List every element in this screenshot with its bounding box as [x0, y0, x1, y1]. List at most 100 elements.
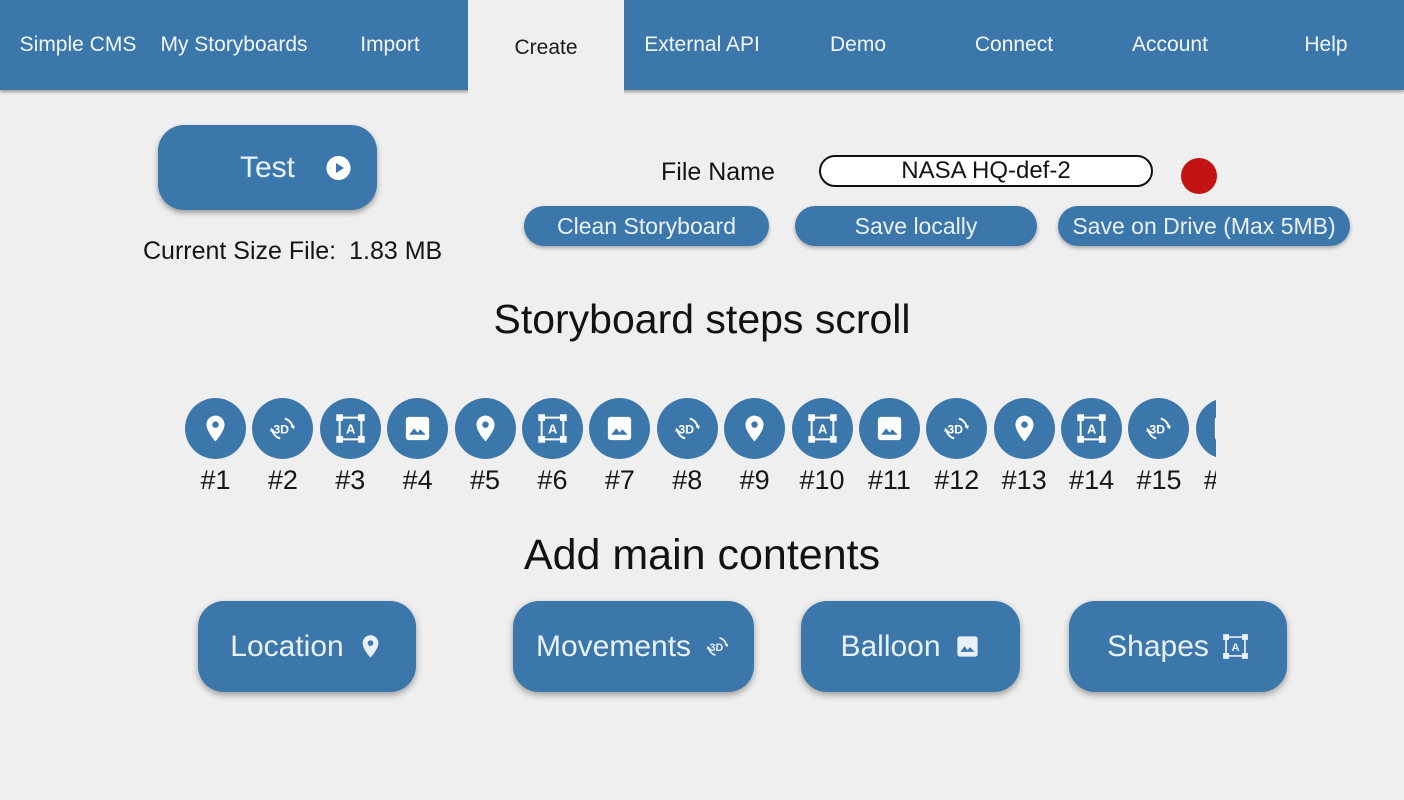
step-circle[interactable]: 3D — [1128, 398, 1190, 459]
shapes-icon: A — [335, 413, 366, 444]
step-label: #9 — [739, 465, 770, 495]
movements-button[interactable]: Movements 3D — [513, 601, 754, 692]
storyboard-step: A #6 — [521, 398, 583, 498]
step-label: #15 — [1136, 465, 1182, 495]
location-button-label: Location — [230, 629, 344, 663]
step-label: #13 — [1001, 465, 1047, 495]
nav-item-my-storyboards[interactable]: My Storyboards — [160, 33, 308, 56]
location-icon — [1009, 413, 1040, 444]
svg-text:A: A — [817, 422, 826, 437]
storyboard-step: #4 — [387, 398, 449, 498]
nav-item-account[interactable]: Account — [1132, 33, 1208, 56]
current-size-line: Current Size File:1.83 MB — [143, 237, 442, 266]
location-button[interactable]: Location — [198, 601, 416, 692]
storyboard-steps-strip[interactable]: #1 3D #2 A #3 #4 #5 — [185, 398, 1216, 498]
step-circle[interactable] — [858, 398, 920, 459]
step-circle[interactable] — [387, 398, 449, 459]
storyboard-step: 3D #8 — [656, 398, 718, 498]
step-circle[interactable] — [724, 398, 786, 459]
image-icon — [954, 633, 981, 660]
location-icon — [357, 633, 384, 660]
nav-item-connect[interactable]: Connect — [974, 33, 1054, 56]
step-circle[interactable] — [454, 398, 516, 459]
rotation3d-icon: 3D — [267, 413, 298, 444]
svg-text:3D: 3D — [710, 642, 724, 654]
step-circle[interactable]: 3D — [926, 398, 988, 459]
step-label: #5 — [470, 465, 501, 495]
nav-item-import[interactable]: Import — [360, 33, 420, 56]
nav-item-simple-cms[interactable]: Simple CMS — [19, 33, 137, 56]
storyboard-step: #1 — [185, 398, 246, 498]
image-icon — [402, 413, 433, 444]
file-name-input[interactable] — [819, 155, 1153, 187]
location-icon — [470, 413, 501, 444]
test-button[interactable]: Test — [158, 125, 377, 210]
image-icon — [874, 413, 905, 444]
storyboard-step: 3D #15 — [1128, 398, 1190, 498]
storyboard-step: A #3 — [319, 398, 381, 498]
step-label: #2 — [267, 465, 298, 495]
image-icon — [604, 413, 635, 444]
movements-button-label: Movements — [535, 629, 692, 663]
step-circle[interactable]: A — [1061, 398, 1123, 459]
top-navbar: Simple CMS My Storyboards Import Create … — [0, 0, 1404, 96]
balloon-button-label: Balloon — [840, 629, 941, 663]
nav-item-external-api[interactable]: External API — [644, 33, 760, 56]
svg-text:3D: 3D — [678, 422, 694, 436]
storyboard-step: 3D #12 — [926, 398, 988, 498]
play-icon — [324, 153, 353, 182]
storyboard-step: A #10 — [791, 398, 853, 498]
file-name-label: File Name — [661, 158, 775, 186]
nav-item-demo[interactable]: Demo — [829, 33, 887, 56]
clean-storyboard-button[interactable]: Clean Storyboard — [524, 206, 769, 246]
svg-text:A: A — [1231, 642, 1239, 654]
step-label: #16 — [1204, 465, 1216, 496]
shapes-button-label: Shapes — [1107, 629, 1209, 663]
step-circle[interactable]: A — [319, 398, 381, 459]
step-circle[interactable] — [185, 398, 246, 459]
test-button-label: Test — [239, 150, 296, 184]
step-label: #11 — [867, 465, 911, 495]
storyboard-step: #13 — [993, 398, 1055, 498]
step-label: #4 — [402, 465, 433, 495]
step-circle[interactable] — [589, 398, 651, 459]
save-on-drive-button[interactable]: Save on Drive (Max 5MB) — [1058, 206, 1350, 246]
step-label: #7 — [604, 465, 635, 495]
svg-text:3D: 3D — [1150, 422, 1166, 436]
step-circle[interactable]: 3D — [656, 398, 718, 459]
storyboard-step: #16 — [1195, 398, 1216, 498]
balloon-button[interactable]: Balloon — [801, 601, 1020, 692]
save-locally-button[interactable]: Save locally — [795, 206, 1037, 246]
step-circle[interactable]: 3D — [252, 398, 314, 459]
step-label: #12 — [934, 465, 980, 495]
location-icon — [739, 413, 770, 444]
storyboard-step: 3D #2 — [252, 398, 314, 498]
svg-text:A: A — [548, 422, 557, 437]
image-icon — [1211, 413, 1216, 444]
shapes-icon: A — [1076, 413, 1107, 444]
rotation3d-icon: 3D — [672, 413, 703, 444]
step-label: #10 — [799, 465, 845, 495]
storyboard-step: A #14 — [1061, 398, 1123, 498]
nav-item-create[interactable]: Create — [468, 0, 624, 96]
storyboard-step: #7 — [589, 398, 651, 498]
nav-item-help[interactable]: Help — [1304, 33, 1348, 56]
shapes-icon: A — [807, 413, 838, 444]
record-indicator — [1181, 158, 1217, 194]
step-circle[interactable]: A — [521, 398, 583, 459]
rotation3d-icon: 3D — [1143, 413, 1174, 444]
step-circle[interactable] — [1195, 398, 1216, 459]
step-circle[interactable]: A — [791, 398, 853, 459]
svg-text:A: A — [346, 422, 355, 437]
step-label: #14 — [1069, 465, 1115, 495]
storyboard-step: #9 — [724, 398, 786, 498]
step-circle[interactable] — [993, 398, 1055, 459]
step-label: #8 — [672, 465, 703, 495]
step-label: #3 — [335, 465, 366, 495]
shapes-button[interactable]: Shapes A — [1069, 601, 1287, 692]
step-label: #1 — [200, 465, 231, 495]
add-main-contents-heading: Add main contents — [523, 531, 881, 579]
rotation3d-icon: 3D — [941, 413, 972, 444]
location-icon — [200, 413, 231, 444]
